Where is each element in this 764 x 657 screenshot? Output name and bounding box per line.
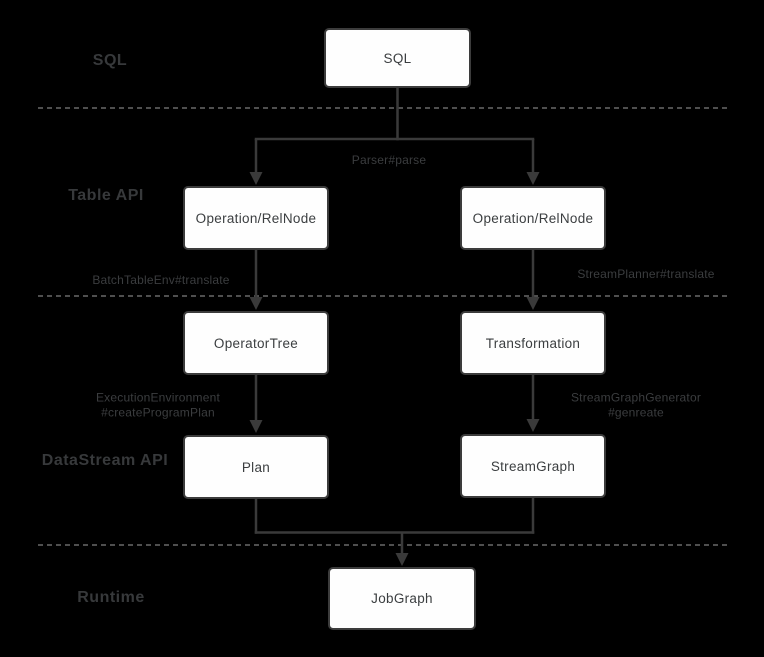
node-operator-tree: OperatorTree [183, 311, 329, 375]
edge-label-execution-environment: ExecutionEnvironment #createProgramPlan [96, 391, 220, 420]
edge-label-streamplanner-translate: StreamPlanner#translate [577, 266, 715, 281]
layer-label-runtime: Runtime [77, 589, 145, 606]
node-stream-graph: StreamGraph [460, 434, 606, 498]
arrowhead-transformation [526, 297, 540, 310]
edge-label-batchtableenv-translate: BatchTableEnv#translate [92, 272, 230, 287]
arrowhead-streamgraph [526, 419, 540, 432]
edge-label-streamgraphgenerator: StreamGraphGenerator #genreate [571, 391, 701, 420]
node-operation-relnode-left: Operation/RelNode [183, 186, 329, 250]
arrowhead-plan [249, 420, 263, 433]
edge-label-streamgraphgenerator-line2: #genreate [608, 405, 664, 419]
edge-label-execution-environment-line1: ExecutionEnvironment [95, 390, 221, 405]
node-sql: SQL [324, 28, 471, 88]
edge-label-parser-parse: Parser#parse [351, 152, 427, 167]
edge-label-execution-environment-line2: #createProgramPlan [101, 405, 215, 419]
arrowhead-jobgraph [395, 553, 409, 566]
node-plan: Plan [183, 435, 329, 499]
layer-label-table-api: Table API [68, 187, 144, 204]
node-transformation: Transformation [460, 311, 606, 375]
layer-label-datastream-api: DataStream API [41, 452, 169, 469]
edge-label-streamgraphgenerator-line1: StreamGraphGenerator [570, 390, 702, 405]
arrowhead-operation-left [249, 172, 263, 185]
arrowhead-operation-right [526, 172, 540, 185]
layer-label-sql: SQL [92, 52, 128, 69]
node-job-graph: JobGraph [328, 567, 476, 630]
arrowhead-operatortree [249, 297, 263, 310]
node-operation-relnode-right: Operation/RelNode [460, 186, 606, 250]
